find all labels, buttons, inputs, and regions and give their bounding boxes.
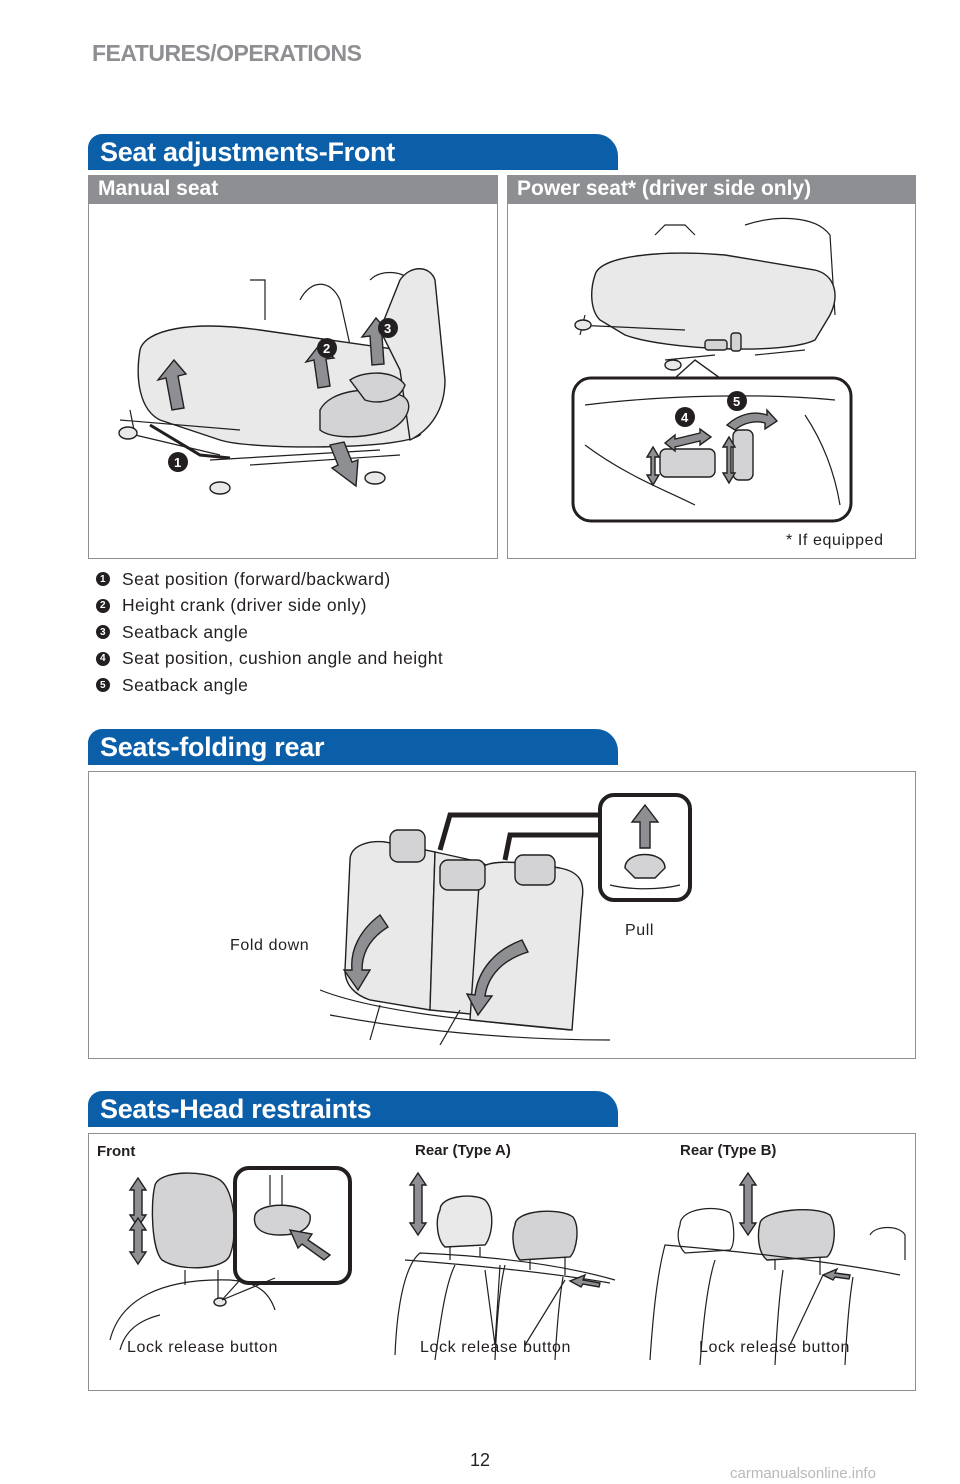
rear-seat-fold-illustration [319, 793, 692, 1045]
section-title-folding-rear: Seats-folding rear [88, 729, 618, 765]
rear-type-b-illustration [649, 1171, 906, 1366]
section-title-head-restraints: Seats-Head restraints [88, 1091, 618, 1127]
front-restraint-label: Front [97, 1143, 136, 1160]
head-restraints-panel [88, 1133, 916, 1391]
manual-seat-label: Manual seat [88, 175, 498, 203]
callout-3: 3 [384, 321, 391, 336]
rear-type-a-illustration [394, 1171, 616, 1361]
front-head-restraint-illustration [109, 1166, 352, 1350]
pull-label: Pull [625, 922, 655, 939]
lock-release-button-front-label: Lock release button [127, 1339, 279, 1356]
page-header-title: FEATURES/OPERATIONS [92, 40, 362, 66]
section-title-front-seats: Seat adjustments-Front [88, 134, 618, 170]
callout-4: 4 [681, 410, 689, 425]
fold-down-label: Fold down [230, 937, 310, 954]
power-seat-illustration: 4 5 [571, 217, 853, 523]
manual-seat-illustration: 1 2 3 [118, 268, 446, 495]
footer-watermark: carmanualsonline.info [730, 1465, 876, 1482]
rear-type-a-label: Rear (Type A) [415, 1142, 511, 1159]
rear-type-b-label: Rear (Type B) [680, 1142, 777, 1159]
page-number: 12 [469, 1450, 491, 1470]
power-seat-label: Power seat* (driver side only) [507, 175, 916, 203]
footnote-if-equipped: * If equipped [786, 532, 884, 549]
callout-2: 2 [323, 341, 330, 356]
lock-release-button-rear-a-label: Lock release button [420, 1339, 572, 1356]
lock-release-button-rear-b-label: Lock release button [699, 1339, 851, 1356]
callout-1: 1 [174, 455, 181, 470]
callout-5: 5 [733, 394, 740, 409]
